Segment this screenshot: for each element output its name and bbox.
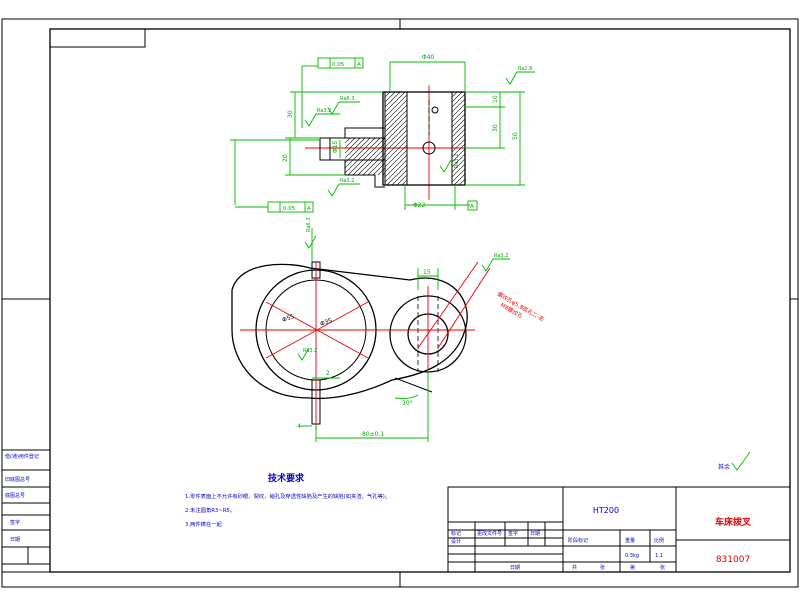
tech-line-1: 1.零件表面上不允许有砂眼、裂纹、缩孔及穿透性缺陷及产生的缺陷(如夹渣、气孔等)… [185,492,390,500]
tb-date-label: 日期 [510,565,520,571]
tol-top-datum: A [357,62,361,68]
tol-bottom-datum: A [307,206,311,212]
strip-label-0: 借(通)用件登记 [5,453,39,460]
roughness-3: Ra1.6 [505,66,535,85]
tb-stage-label: 阶段标记 [568,537,588,544]
roughness-1: Ra3.2 [304,108,340,127]
title-block: HT200 车床拨叉 831007 标记 更改文件号 签字 日期 设计 阶段标记… [447,486,791,573]
tol-bottom-value: 0.05 [283,206,296,212]
dim-bottom-bore: Φ22 [413,202,426,209]
angle-edge [394,377,433,393]
tb-scale-label: 比例 [654,537,664,544]
svg-text:Ra3.2: Ra3.2 [454,154,460,168]
cross-hole [422,141,436,155]
strip-label-4: 日期 [10,537,20,543]
svg-text:Ra3.2: Ra3.2 [317,108,331,114]
svg-text:Ra3.2: Ra3.2 [303,348,317,354]
drawing-number: 831007 [716,555,750,565]
tb-row-label-3: 签字 [508,530,518,537]
roughness-plan-top: Ra6.3 [304,218,317,262]
tech-line-2: 2.未注圆角R3~R5。 [185,506,235,514]
roughness-5: Ra3.2 [439,154,460,173]
dim-right-mid: 30 [492,124,499,132]
hatch-pattern-arm [345,138,385,175]
plan-view [231,261,491,430]
rest-roughness: 其余 [718,451,751,471]
roughness-check-icon [731,451,751,471]
part-name: 车床拨叉 [715,516,752,528]
top-left-box [49,28,146,48]
datum-a-box [467,200,478,211]
diameter-line-2 [265,301,369,359]
small-hole [431,106,439,114]
dim-right-small: 10 [492,95,499,103]
svg-text:Ra3.2: Ra3.2 [494,253,508,259]
fork-step-top [344,127,385,138]
roughness-plan-right: Ra3.2 [481,253,510,272]
dim-right-total: 50 [512,132,519,140]
hole-axis-angled-2 [437,267,491,349]
dim-plan-width: 15 [423,269,431,276]
dim-plan-bore: Φ35 [319,317,333,328]
left-strip-table: 借(通)用件登记 旧底图总号 底图总号 签字 日期 [1,449,51,573]
datum-a-label: A [470,204,474,210]
roughness-plan-mid: Ra3.2 [297,347,317,361]
hatch-pattern-left [385,92,407,185]
outer-frame [1,18,799,588]
section-dimensions: Φ40 10 30 50 30 20 Φ15 0.05 A [230,54,535,213]
hole-axis-angled [417,261,479,349]
hatch-right [451,91,466,186]
svg-text:Ra6.3: Ra6.3 [340,96,354,102]
hatch-pattern-right [452,92,465,185]
svg-text:Ra1.6: Ra1.6 [518,66,532,72]
tb-row-label-4: 日期 [530,531,540,537]
tol-top-value: 0.05 [332,62,345,68]
fork-body-outline [231,263,468,400]
dim-plan-angle: 30° [402,400,413,407]
strip-label-2: 底图总号 [5,492,25,499]
dim-plan-large: Φ55 [281,313,295,324]
tb-sheet-3: 张 [660,564,665,571]
inner-frame [49,28,791,573]
tolerance-top: 0.05 A [301,57,364,128]
dim-top-width: Φ40 [422,54,435,61]
svg-text:Ra6.3: Ra6.3 [306,218,312,232]
tb-row-label-2: 更改文件号 [477,530,502,537]
dim-plan-center: 80±0.1 [362,431,384,438]
material-label: HT200 [593,506,619,515]
tech-title: 技术要求 [268,472,305,484]
section-view [305,85,480,200]
dim-plan-gap: 2 [326,370,330,377]
dim-plan-slot: 4 [297,423,301,430]
fork-arm [319,137,386,161]
tech-line-3: 3.两件铸在一起 [185,520,223,528]
tech-requirements: 技术要求 1.零件表面上不允许有砂眼、裂纹、缩孔及穿透性缺陷及产生的缺陷(如夹渣… [185,472,390,528]
tb-row-label-0: 标记 [451,530,461,537]
tolerance-bottom: 0.05 A [230,139,320,213]
tb-weight-value: 0.3kg [625,553,639,559]
svg-text:Ra3.2: Ra3.2 [340,178,354,184]
roughness-4: Ra3.2 [327,178,360,197]
tb-sheet-0: 共 [572,564,577,571]
roughness-2: Ra6.3 [327,96,360,115]
fork-step-bottom [344,160,385,188]
strip-label-3: 签字 [10,519,20,526]
dim-left-bore: Φ15 [332,140,339,153]
tb-scale-value: 1:1 [655,553,663,559]
tb-sheet-2: 第 [630,564,635,571]
rest-label: 其余 [718,463,730,471]
dim-left-top: 30 [287,110,294,118]
tb-sheet-1: 张 [600,564,605,571]
strip-label-1: 旧底图总号 [5,476,30,483]
tb-weight-label: 重量 [625,537,635,544]
tb-col-label-0: 设计 [451,538,461,545]
dim-left-mid: 20 [282,154,289,162]
